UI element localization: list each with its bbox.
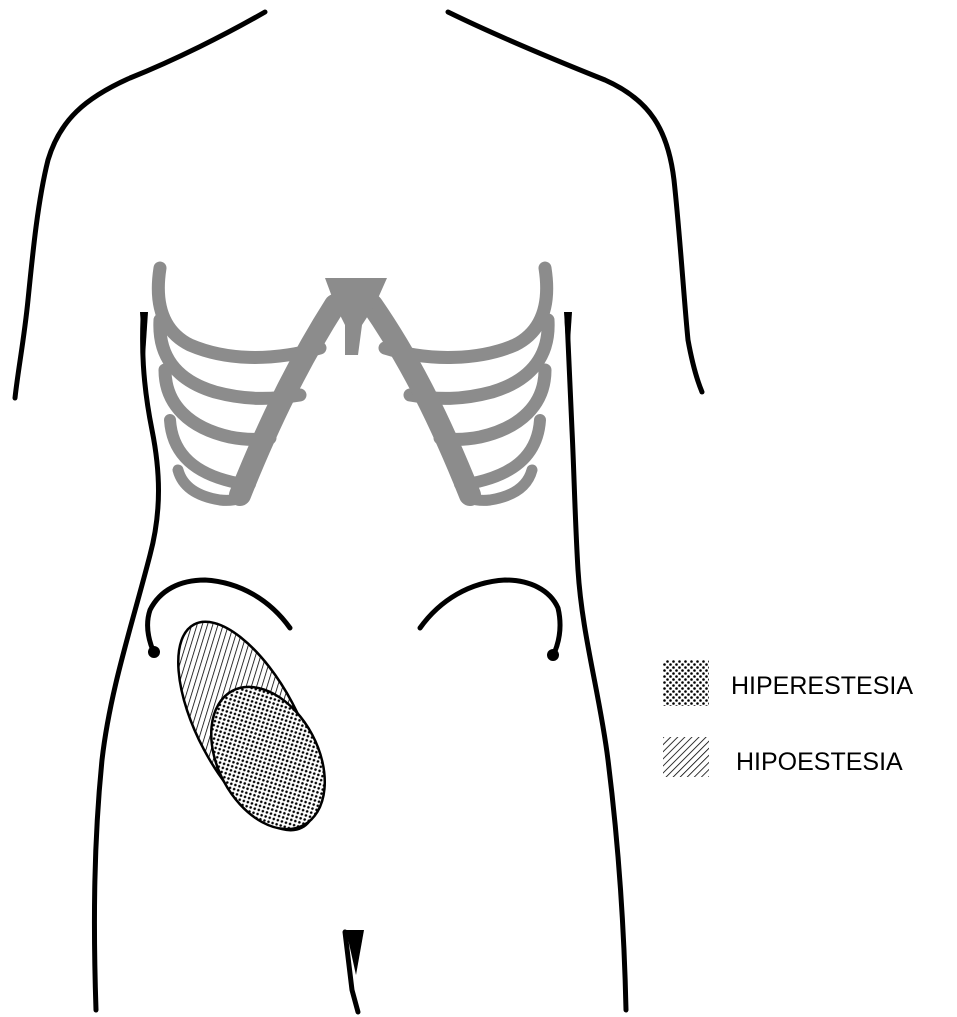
right-torso-side	[567, 318, 626, 1010]
left-shoulder-arm-line	[15, 12, 265, 398]
right-shoulder-arm-line	[448, 12, 702, 392]
legend-swatch-hyperesthesia	[663, 660, 709, 706]
right-iliac-crest	[420, 580, 560, 658]
legend-label-hypoesthesia: HIPOESTESIA	[736, 748, 903, 776]
legend: HIPERESTESIA HIPOESTESIA	[663, 660, 913, 777]
legend-swatch-hypoesthesia	[663, 737, 709, 777]
right-crest-end	[547, 649, 559, 661]
legend-label-hyperesthesia: HIPERESTESIA	[731, 672, 913, 700]
sensory-areas	[150, 601, 348, 851]
left-crest-end	[148, 646, 160, 658]
left-torso-side	[94, 318, 158, 1010]
body-outline	[15, 12, 702, 1012]
rib-left-1	[158, 268, 320, 357]
